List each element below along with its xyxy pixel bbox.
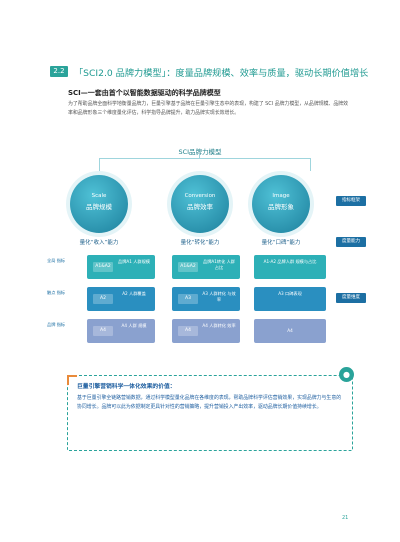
metric-cell: A1-A2 品牌人群 规模与占比 bbox=[254, 255, 326, 279]
metric-key: A1&A2 bbox=[93, 262, 113, 272]
pillar-image: Image 品牌形象 bbox=[252, 175, 310, 233]
callout-body: 基于巨量引擎全链路营销数据，通过科学模型量化品牌在各维度的表现，帮助品牌科学评估… bbox=[77, 395, 342, 410]
side-tag: 度量能力 bbox=[336, 237, 366, 247]
metric-text: A3 口碑表现 bbox=[278, 291, 302, 296]
metric-cell: A3 口碑表现 bbox=[254, 287, 326, 311]
section-number: 2.2 bbox=[50, 66, 68, 77]
metric-cell: A3 A3 人群转化 与效率 bbox=[172, 287, 240, 311]
pillar-caption: 量化“收入”能力 bbox=[79, 240, 119, 246]
row-label: 触点 指标 bbox=[47, 290, 66, 295]
row-label: 品牌 指标 bbox=[47, 322, 66, 327]
section-title: 「SCI2.0 品牌力模型」：度量品牌规模、效率与质量，驱动长期价值增长 bbox=[74, 68, 369, 79]
subheading: SCI—一套由首个以智能数据驱动的科学品牌模型 bbox=[68, 89, 221, 97]
metric-text: A1-A2 品牌人群 规模与占比 bbox=[263, 259, 317, 264]
metric-cell: A4 A4 人群 规模 bbox=[87, 319, 155, 343]
metric-cell: A1&A2 品牌A1转化 人群占比 bbox=[172, 255, 240, 279]
pillar-caption: 量化“口碑”能力 bbox=[261, 240, 301, 246]
metric-key: A2 bbox=[93, 294, 113, 304]
chat-bubble-icon: ● bbox=[339, 367, 354, 382]
intro-paragraph: 为了帮助品牌全面科学地衡量品牌力，巨量引擎基于品牌在巨量引擎生态中的表现，构建了… bbox=[68, 101, 349, 117]
pillar-caption: 量化“转化”能力 bbox=[180, 240, 220, 246]
metric-key: A4 bbox=[93, 326, 113, 336]
metric-cell: A4 bbox=[254, 319, 326, 343]
metric-text: 品牌A1 人群规模 bbox=[118, 259, 150, 264]
pillar-cn: 品牌形象 bbox=[268, 203, 294, 211]
pillar-scale: Scale 品牌规模 bbox=[70, 175, 128, 233]
metric-text: A2 人群覆盖 bbox=[122, 291, 146, 296]
metric-key: A3 bbox=[178, 294, 198, 304]
callout-corner bbox=[67, 375, 77, 385]
metric-key: A1&A2 bbox=[178, 262, 198, 272]
metric-cell: A2 A2 人群覆盖 bbox=[87, 287, 155, 311]
side-tag: 度量维度 bbox=[336, 293, 366, 303]
metric-text: A4 bbox=[287, 328, 293, 333]
pillar-cn: 品牌效率 bbox=[187, 203, 213, 211]
bracket-stem bbox=[199, 154, 200, 158]
pillar-en: Scale bbox=[91, 193, 107, 199]
metric-key: A4 bbox=[178, 326, 198, 336]
metric-text: 品牌A1转化 人群占比 bbox=[203, 259, 235, 270]
diagram-bracket bbox=[99, 158, 311, 171]
pillar-en: Conversion bbox=[184, 193, 216, 199]
metric-text: A4 人群 规模 bbox=[121, 323, 147, 328]
callout-heading: 巨量引擎营销科学一体化效果的价值： bbox=[77, 384, 176, 390]
pillar-conversion: Conversion 品牌效率 bbox=[171, 175, 229, 233]
diagram-title: SCI品牌力模型 bbox=[178, 148, 222, 156]
side-tag: 指标框架 bbox=[336, 196, 366, 206]
row-label: 全局 指标 bbox=[47, 258, 66, 263]
metric-cell: A4 A4 人群转化 效率 bbox=[172, 319, 240, 343]
pillar-en: Image bbox=[272, 193, 290, 199]
metric-cell: A1&A2 品牌A1 人群规模 bbox=[87, 255, 155, 279]
metric-text: A4 人群转化 效率 bbox=[202, 323, 236, 328]
metric-text: A3 人群转化 与效率 bbox=[202, 291, 236, 302]
callout-box bbox=[67, 375, 353, 451]
pillar-cn: 品牌规模 bbox=[86, 203, 112, 211]
page-number: 21 bbox=[342, 515, 349, 521]
